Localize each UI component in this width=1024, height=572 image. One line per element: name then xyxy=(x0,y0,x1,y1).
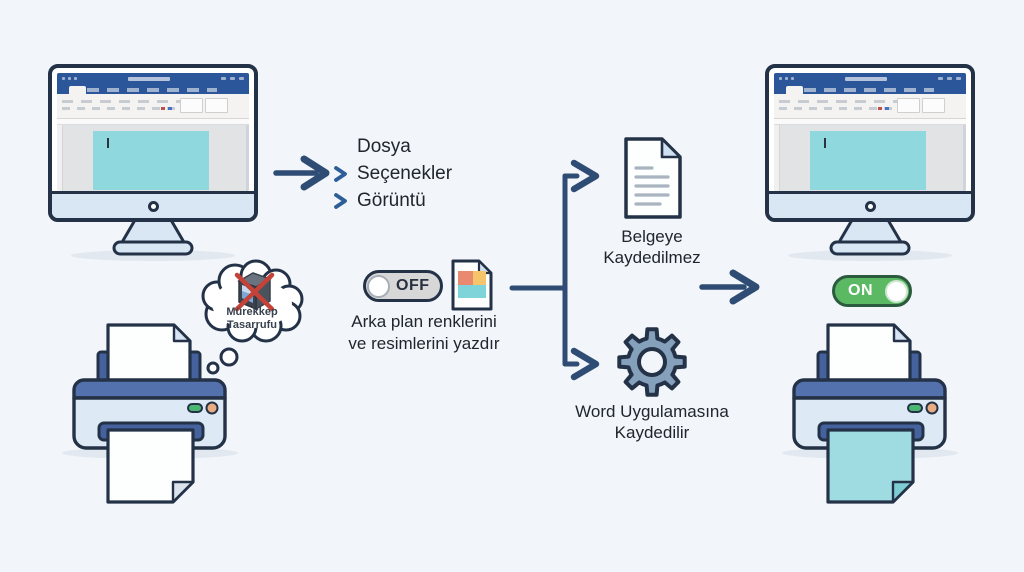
word-ruler xyxy=(774,119,966,125)
word-titlebar xyxy=(774,73,966,84)
word-ruler xyxy=(57,119,249,125)
word-titlebar xyxy=(57,73,249,84)
monitor-button xyxy=(864,200,876,212)
menu-path: Dosya Seçenekler Görüntü xyxy=(333,133,452,214)
document-page-teal xyxy=(93,131,209,190)
chevron-right-icon xyxy=(334,192,347,209)
saved-to-application-label: Word Uygulamasına Kaydedilir xyxy=(575,402,729,442)
ink-cartridge-icon xyxy=(234,272,275,312)
monitor-word-after-icon xyxy=(765,64,975,222)
red-cross-icon xyxy=(234,272,275,312)
branch-connector xyxy=(509,159,600,381)
menu-step-goruntu: Görüntü xyxy=(333,187,452,214)
toggle-knob xyxy=(885,279,908,303)
word-workspace xyxy=(774,125,966,191)
monitor-button xyxy=(147,200,159,212)
toggle-knob xyxy=(367,274,390,298)
word-workspace xyxy=(57,125,249,191)
setting-name-label: Arka plan renklerini ve resimlerini yazd… xyxy=(348,312,500,353)
not-saved-to-document-label: Belgeye Kaydedilmez xyxy=(603,227,701,267)
monitor-stand xyxy=(112,219,194,256)
ink-saving-label: Mürekkep Tasarrufu xyxy=(226,306,278,331)
menu-step-dosya: Dosya xyxy=(357,135,411,157)
word-ribbon-tabs xyxy=(57,84,249,94)
monitor-stand xyxy=(829,219,911,256)
arrow-right-icon xyxy=(273,155,330,191)
chevron-right-icon xyxy=(334,165,347,182)
monitor-chin xyxy=(52,191,254,218)
gear-icon xyxy=(617,327,687,397)
printer-before-icon xyxy=(62,323,238,504)
background-print-toggle-off[interactable]: OFF xyxy=(363,270,443,302)
monitor-chin xyxy=(769,191,971,218)
toggle-off-label: OFF xyxy=(396,277,430,294)
background-print-toggle-on[interactable]: ON xyxy=(832,275,912,307)
printer-after-icon xyxy=(782,323,958,504)
word-ribbon-tabs xyxy=(774,84,966,94)
monitor-word-before-icon xyxy=(48,64,258,222)
menu-step-secenekler: Seçenekler xyxy=(333,160,452,187)
word-window xyxy=(774,73,966,191)
word-ribbon xyxy=(57,94,249,119)
image-document-icon xyxy=(451,259,493,311)
document-page-teal xyxy=(810,131,926,190)
word-window xyxy=(57,73,249,191)
arrow-right-icon xyxy=(699,269,760,305)
word-ribbon xyxy=(774,94,966,119)
document-icon xyxy=(624,137,682,219)
toggle-on-label: ON xyxy=(848,282,873,299)
